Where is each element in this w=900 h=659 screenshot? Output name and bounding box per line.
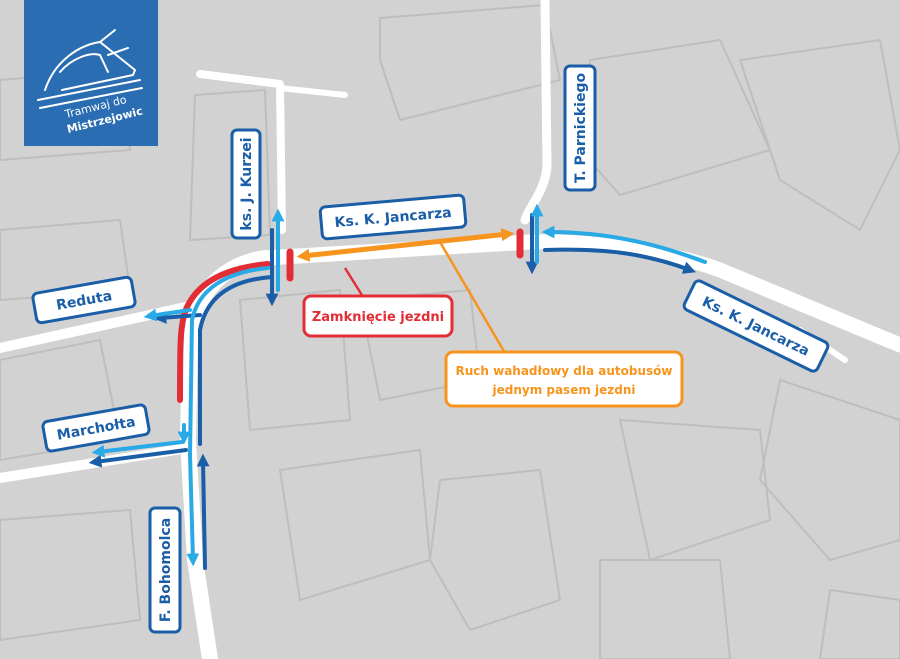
detour-light-marcholta [91, 440, 184, 458]
road-jancarza-main [257, 234, 900, 353]
shuttle-arrow [296, 228, 515, 262]
road-kurzei [196, 70, 286, 234]
label-kurzei-text: ks. J. Kurzei [239, 137, 255, 230]
callout-shuttle-line1: Ruch wahadłowy dla autobusów [455, 364, 672, 378]
logo-background [24, 0, 158, 146]
shuttle-leader [438, 241, 507, 354]
label-kurzei: ks. J. Kurzei [230, 128, 262, 240]
road-parnickiego [520, 0, 552, 225]
tram-icon [37, 29, 143, 109]
detour-dark-bohomolca [196, 453, 210, 570]
closure-marks [177, 228, 524, 403]
logo: Tramwaj do Mistrzejowic [24, 0, 158, 146]
callout-shuttle: Ruch wahadłowy dla autobusów jednym pase… [444, 350, 684, 408]
detour-dark-curve [198, 275, 274, 446]
road-kurzei-stub [277, 85, 348, 98]
detour-light-curve [186, 266, 270, 567]
label-parnickiego-text: T. Parnickiego [573, 73, 589, 184]
detour-light-jancarza-east [541, 225, 707, 264]
label-bohomolca-text: F. Bohomolca [158, 518, 174, 622]
label-jancarza-top: Ks. K. Jancarza [318, 193, 468, 241]
label-bohomolca: F. Bohomolca [148, 506, 182, 634]
callout-closure: Zamknięcie jezdni [302, 294, 454, 338]
detour-light [91, 203, 707, 567]
callout-closure-text: Zamknięcie jezdni [312, 310, 444, 325]
label-parnickiego: T. Parnickiego [563, 64, 597, 192]
detour-dark [88, 213, 696, 570]
detour-light-reduta [143, 308, 192, 322]
label-marcholta: Marchołta [41, 403, 151, 453]
closure-curve [177, 261, 271, 403]
detour-dark-marcholta [88, 448, 188, 468]
label-reduta: Reduta [31, 275, 137, 325]
callout-shuttle-line2: jednym pasem jezdni [491, 383, 635, 397]
detour-dark-jancarza-east [543, 247, 696, 274]
